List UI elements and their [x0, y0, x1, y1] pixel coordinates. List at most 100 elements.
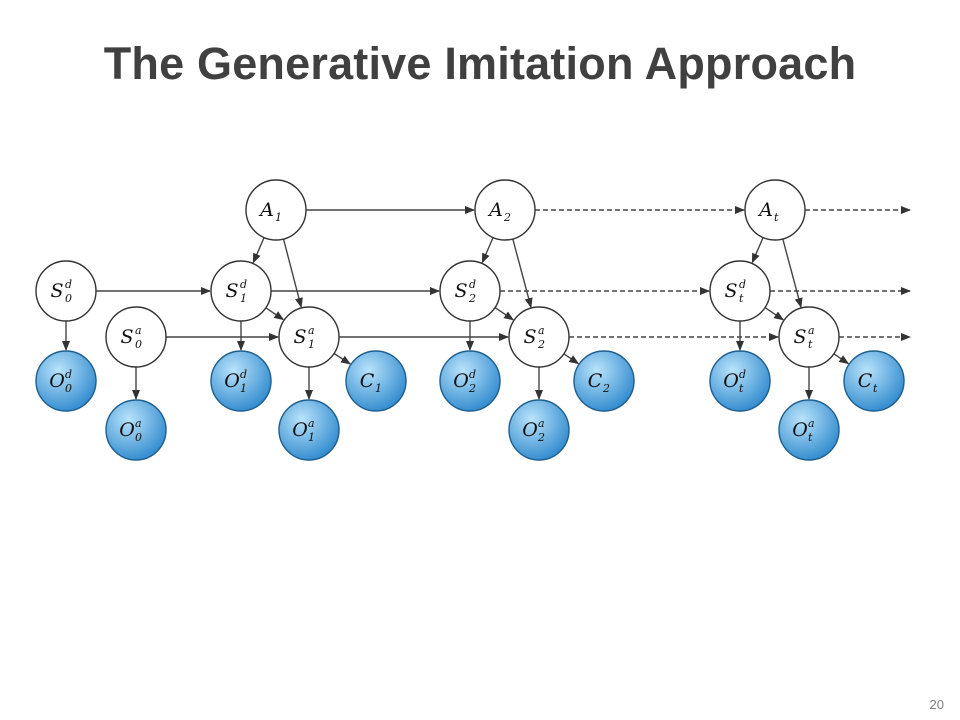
- edges-layer: [62, 206, 911, 400]
- node-label-subscript: t: [739, 292, 744, 305]
- node-label-subscript: 1: [240, 292, 247, 305]
- node-label-superscript: d: [65, 278, 72, 291]
- node-circle: [508, 306, 570, 368]
- node-label-subscript: t: [808, 431, 813, 444]
- node-label-letter: A: [487, 199, 503, 221]
- node-label-subscript: 1: [308, 338, 315, 351]
- edge-At-to-Sdt: [751, 237, 764, 264]
- node-label-letter: A: [258, 199, 274, 221]
- node-label-superscript: a: [538, 324, 545, 337]
- node-label-subscript: t: [739, 382, 744, 395]
- node-circle: [508, 399, 570, 461]
- edge-Sdt-to-Sat: [764, 307, 785, 321]
- node-label-letter: O: [723, 370, 739, 392]
- node-circle: [345, 350, 407, 412]
- node-circle: [105, 399, 167, 461]
- slide-title: The Generative Imitation Approach: [103, 38, 857, 89]
- edge-At-to-Sat: [782, 238, 803, 309]
- node-label-letter: C: [858, 370, 873, 392]
- edge-A2-to-Sd2: [481, 237, 494, 264]
- node-label-letter: C: [588, 370, 603, 392]
- edge-A2-to-Sa2: [512, 238, 533, 309]
- node-label-letter: A: [757, 199, 773, 221]
- edge-Sat-to-Ct: [833, 353, 850, 365]
- node-label-superscript: d: [240, 368, 247, 381]
- node-label-letter: O: [292, 419, 308, 441]
- node-circle: [210, 350, 272, 412]
- node-label-subscript: 2: [602, 382, 610, 395]
- node-label-superscript: d: [469, 368, 476, 381]
- node-label-subscript: 2: [537, 338, 545, 351]
- node-label-superscript: a: [308, 324, 315, 337]
- node-label-superscript: a: [808, 417, 815, 430]
- node-label-letter: S: [120, 326, 133, 348]
- node-circle: [439, 350, 501, 412]
- node-label-subscript: 1: [275, 211, 282, 224]
- edge-Sd1-to-Sa1: [265, 307, 285, 321]
- node-circle: [35, 260, 97, 322]
- node-label-superscript: a: [308, 417, 315, 430]
- node-label-subscript: 1: [240, 382, 247, 395]
- node-label-subscript: t: [873, 382, 878, 395]
- edge-Sa2-to-C2: [563, 353, 580, 365]
- node-label-subscript: 0: [135, 431, 142, 444]
- node-label-letter: O: [522, 419, 538, 441]
- node-circle: [709, 350, 771, 412]
- node-label-letter: S: [454, 280, 467, 302]
- node-label-subscript: 0: [65, 292, 72, 305]
- node-label-subscript: 2: [468, 382, 476, 395]
- edge-Sd2-to-Sa2: [494, 307, 515, 321]
- node-label-subscript: t: [774, 211, 779, 224]
- node-label-superscript: a: [538, 417, 545, 430]
- edge-A1-to-Sd1: [252, 237, 265, 264]
- node-circle: [35, 350, 97, 412]
- node-circle: [778, 306, 840, 368]
- node-label-letter: C: [360, 370, 375, 392]
- page-number: 20: [929, 697, 944, 712]
- node-label-letter: O: [49, 370, 65, 392]
- node-circle: [245, 179, 307, 241]
- node-circle: [105, 306, 167, 368]
- node-label-letter: O: [453, 370, 469, 392]
- node-circle: [843, 350, 905, 412]
- node-label-superscript: a: [135, 417, 142, 430]
- node-label-superscript: a: [808, 324, 815, 337]
- node-circle: [474, 179, 536, 241]
- node-label-letter: S: [523, 326, 536, 348]
- node-circle: [278, 399, 340, 461]
- node-label-superscript: d: [240, 278, 247, 291]
- node-circle: [573, 350, 635, 412]
- node-label-letter: O: [224, 370, 240, 392]
- node-circle: [744, 179, 806, 241]
- node-label-subscript: 2: [468, 292, 476, 305]
- node-circle: [278, 306, 340, 368]
- node-label-subscript: 1: [308, 431, 315, 444]
- node-label-letter: O: [792, 419, 808, 441]
- node-label-subscript: t: [808, 338, 813, 351]
- node-label-subscript: 2: [537, 431, 545, 444]
- node-label-subscript: 1: [375, 382, 382, 395]
- node-circle: [439, 260, 501, 322]
